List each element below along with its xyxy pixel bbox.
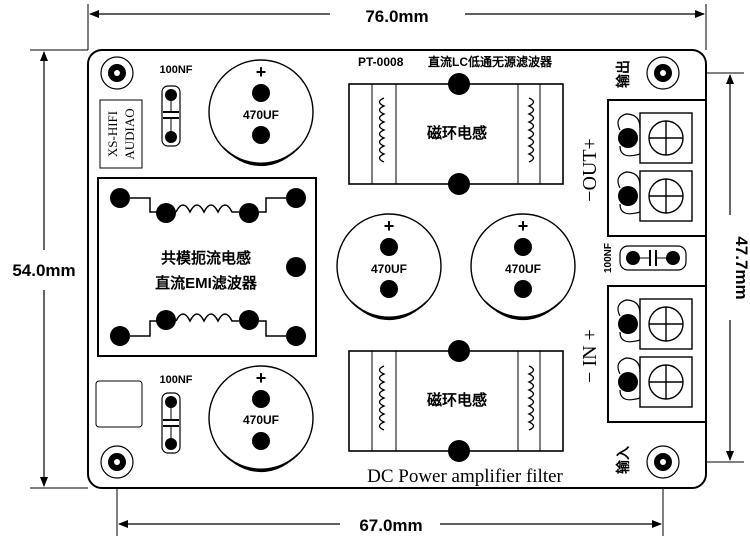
plus-mark: + — [256, 62, 267, 82]
out-label: −OUT+ — [579, 138, 601, 202]
input-terminal: − IN + — [579, 285, 707, 423]
capacitor-470uf-bottom: + 470UF — [208, 365, 314, 473]
capacitor-470uf-top: + 470UF — [208, 59, 314, 167]
output-cn-label: 输出 — [615, 60, 631, 88]
emi-filter-block: 共模扼流电感 直流EMI滤波器 — [97, 177, 317, 357]
dimension-bottom-label: 67.0mm — [359, 516, 422, 535]
dimension-left: 54.0mm — [12, 49, 88, 489]
cap-470uf-label: 470UF — [243, 413, 279, 427]
dimension-right: 47.7mm — [660, 72, 750, 463]
mounting-hole — [646, 56, 680, 90]
toroid-inductor-bottom: 磁环电感 — [348, 340, 564, 462]
plus-mark: + — [256, 368, 267, 388]
dimension-top-label: 76.0mm — [365, 7, 428, 26]
dimension-top: 76.0mm — [87, 4, 707, 50]
plus-mark: + — [384, 216, 395, 236]
board-footer: DC Power amplifier filter — [367, 466, 563, 487]
mounting-hole — [646, 445, 680, 479]
cap-100nf-label: 100NF — [603, 243, 614, 273]
blank-pad — [95, 380, 143, 428]
in-label: − IN + — [579, 329, 601, 383]
toroid-label: 磁环电感 — [427, 391, 487, 409]
cap-470uf-label: 470UF — [505, 262, 541, 276]
emi-label-line-1: 共模扼流电感 — [161, 249, 251, 267]
output-terminal: −OUT+ — [579, 99, 707, 237]
brand-line-1: XS-HIFI — [105, 111, 120, 157]
dimension-right-label: 47.7mm — [732, 236, 750, 299]
board-title: 直流LC低通无源滤波器 — [428, 54, 553, 69]
brand-line-2: AUDIAO — [122, 108, 137, 159]
cap-470uf-label: 470UF — [243, 108, 279, 122]
dimension-left-label: 54.0mm — [12, 261, 75, 280]
capacitor-470uf-mid-right: + 470UF — [470, 213, 576, 321]
capacitor-100nf-bottom: 100NF — [159, 374, 193, 454]
input-cn-label: 输入 — [615, 446, 631, 474]
cap-100nf-label: 100NF — [159, 374, 192, 386]
capacitor-100nf-output: 100NF — [603, 243, 687, 273]
capacitor-470uf-mid-left: + 470UF — [336, 213, 442, 321]
mounting-hole — [100, 445, 134, 479]
toroid-inductor-top: 磁环电感 — [348, 73, 564, 195]
cap-470uf-label: 470UF — [371, 262, 407, 276]
emi-label-line-2: 直流EMI滤波器 — [155, 274, 258, 292]
capacitor-100nf-top: 100NF — [159, 64, 193, 147]
board-code: PT-0008 — [358, 55, 404, 69]
mounting-hole — [100, 56, 134, 90]
toroid-label: 磁环电感 — [427, 124, 487, 142]
cap-100nf-label: 100NF — [159, 64, 192, 76]
plus-mark: + — [518, 216, 529, 236]
brand-label: XS-HIFI AUDIAO — [99, 99, 143, 169]
